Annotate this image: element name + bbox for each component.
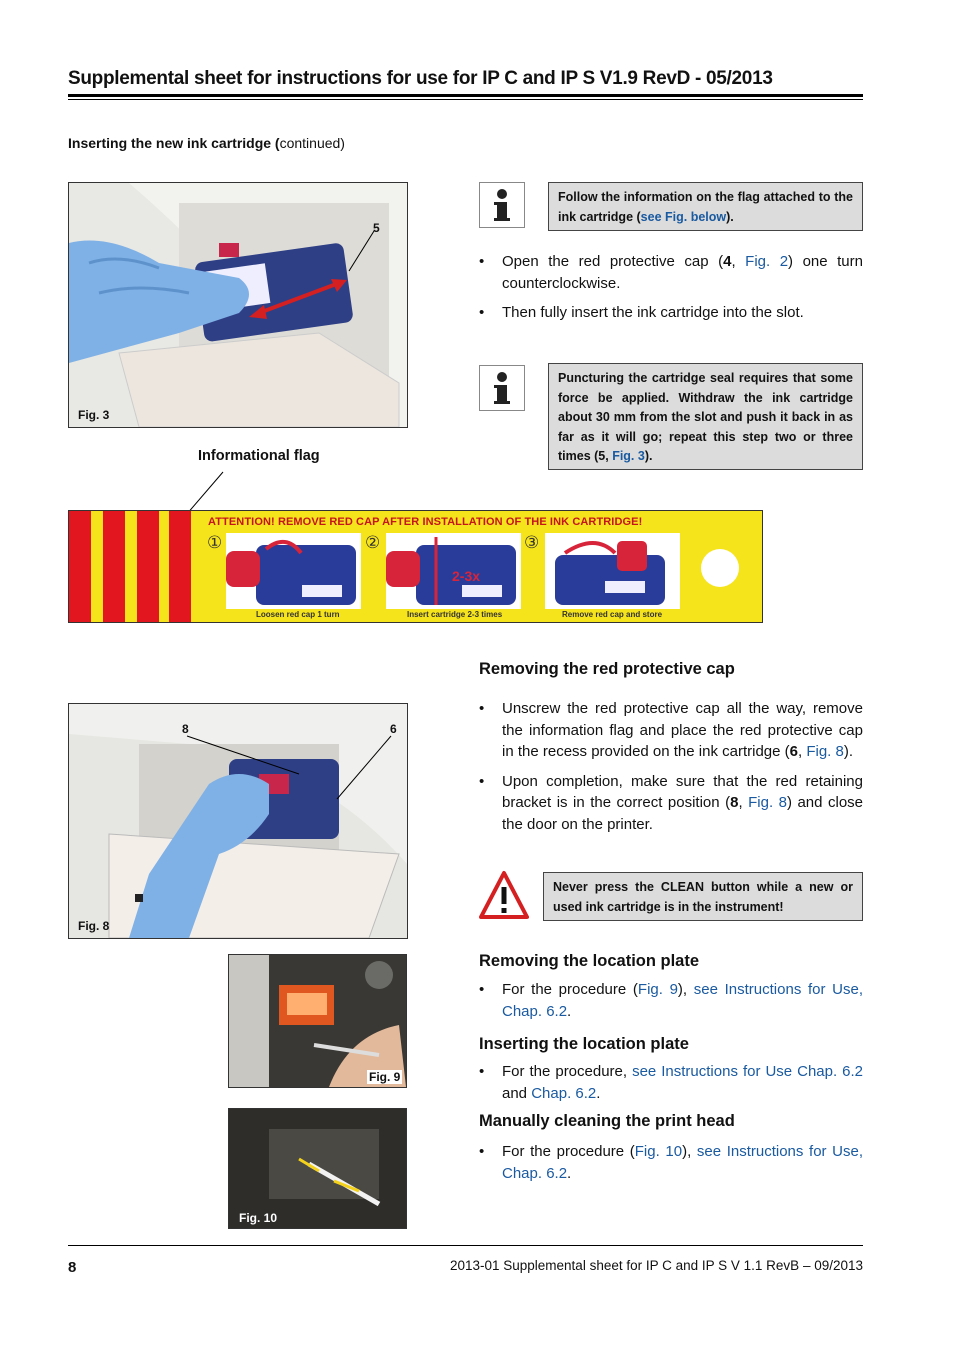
steps-list-3: For the procedure (Fig. 9), see Instruct…	[479, 979, 863, 1030]
steps-list-4: For the procedure, see Instructions for …	[479, 1061, 863, 1112]
fig8-photo	[69, 704, 407, 938]
flag-caption: Informational flag	[198, 448, 320, 464]
link-fig-8[interactable]: Fig. 8	[748, 794, 787, 811]
flag-step-num: ②	[365, 533, 381, 552]
flag-step-1-image	[226, 533, 361, 609]
flag-attention-text: ATTENTION! REMOVE RED CAP AFTER INSTALLA…	[208, 516, 643, 528]
warning-icon	[479, 870, 529, 920]
list-item: Open the red protective cap (4, Fig. 2) …	[479, 251, 863, 294]
page-title: Supplemental sheet for instructions for …	[68, 68, 773, 89]
page-number: 8	[68, 1259, 77, 1276]
fig8-callout-6: 6	[390, 722, 397, 736]
list-item: For the procedure, see Instructions for …	[479, 1061, 863, 1104]
flag-red-stripe	[137, 511, 159, 622]
link-ifu-chap-6-2[interactable]: see Instructions for Use, Chap. 6.2	[502, 981, 863, 1020]
figure-9: Fig. 9	[228, 954, 407, 1088]
heading-inserting-location-plate: Inserting the location plate	[479, 1035, 689, 1053]
flag-times-text: 2-3x	[452, 568, 481, 584]
heading-cleaning-print-head: Manually cleaning the print head	[479, 1112, 735, 1130]
link-see-fig-below[interactable]: see Fig. below	[640, 209, 727, 224]
link-fig-3[interactable]: Fig. 3	[612, 449, 645, 463]
section-subtitle: Inserting the new ink cartridge (continu…	[68, 135, 345, 151]
fig8-label: Fig. 8	[78, 919, 110, 933]
figure-8: 8 6 Fig. 8	[68, 703, 408, 939]
figure-10: Fig. 10	[228, 1108, 407, 1229]
flag-step-num: ③	[524, 533, 540, 552]
informational-flag: ATTENTION! REMOVE RED CAP AFTER INSTALLA…	[68, 510, 763, 623]
heading-removing-cap: Removing the red protective cap	[479, 660, 735, 678]
header-rule	[68, 94, 863, 97]
flag-hole	[701, 549, 739, 587]
list-item: Unscrew the red protective cap all the w…	[479, 698, 863, 763]
list-item: For the procedure (Fig. 9), see Instruct…	[479, 979, 863, 1022]
info-icon	[479, 182, 525, 228]
flag-step-2-image	[386, 533, 521, 609]
steps-list-5: For the procedure (Fig. 10), see Instruc…	[479, 1141, 863, 1192]
info-note-flag: Follow the information on the flag attac…	[548, 182, 863, 231]
fig9-label: Fig. 9	[367, 1070, 403, 1084]
flag-red-stripe	[103, 511, 125, 622]
fig9-photo	[229, 955, 406, 1087]
header-rule-thin	[68, 99, 863, 100]
link-fig-8[interactable]: Fig. 8	[806, 743, 844, 760]
link-fig-10[interactable]: Fig. 10	[634, 1143, 683, 1160]
footer-rule	[68, 1245, 863, 1246]
link-fig-9[interactable]: Fig. 9	[637, 981, 678, 998]
footer-text: 2013-01 Supplemental sheet for IP C and …	[449, 1258, 863, 1273]
fig8-callout-8: 8	[182, 722, 189, 736]
link-ifu-chap-6-2[interactable]: see Instructions for Use, Chap. 6.2	[502, 1143, 863, 1182]
steps-list-2: Unscrew the red protective cap all the w…	[479, 698, 863, 843]
fig10-photo	[229, 1109, 406, 1228]
flag-step-num: ①	[207, 533, 223, 552]
list-item: For the procedure (Fig. 10), see Instruc…	[479, 1141, 863, 1184]
info-icon	[479, 365, 525, 411]
flag-step-1-caption: Loosen red cap 1 turn	[256, 610, 340, 619]
link-chap-6-2[interactable]: Chap. 6.2	[531, 1084, 597, 1102]
flag-red-stripe	[69, 511, 91, 622]
fig3-callout-5: 5	[373, 221, 380, 235]
flag-step-3-caption: Remove red cap and store	[562, 610, 663, 619]
heading-removing-location-plate: Removing the location plate	[479, 952, 700, 970]
list-item: Then fully insert the ink cartridge into…	[479, 302, 863, 324]
list-item: Upon completion, make sure that the red …	[479, 771, 863, 836]
steps-list-1: Open the red protective cap (4, Fig. 2) …	[479, 251, 863, 332]
fig10-label: Fig. 10	[239, 1211, 278, 1225]
info-note-puncture: Puncturing the cartridge seal requires t…	[548, 363, 863, 470]
flag-step-2-caption: Insert cartridge 2-3 times	[407, 610, 503, 619]
link-ifu-chap-6-2[interactable]: see Instructions for Use Chap. 6.2	[632, 1063, 863, 1080]
fig3-label: Fig. 3	[78, 408, 110, 422]
fig3-photo	[69, 183, 407, 427]
warning-note: Never press the CLEAN button while a new…	[543, 872, 863, 921]
flag-red-stripe	[169, 511, 191, 622]
link-fig-2[interactable]: Fig. 2	[745, 253, 789, 270]
flag-step-3-image	[545, 533, 680, 609]
figure-3: 5 Fig. 3	[68, 182, 408, 428]
